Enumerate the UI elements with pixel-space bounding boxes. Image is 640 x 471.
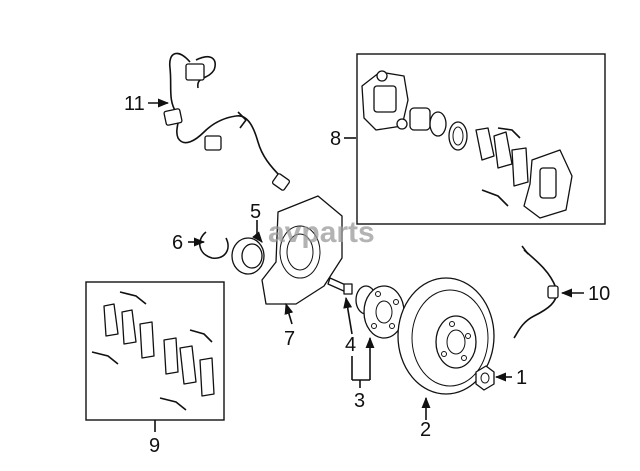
callout-9: 9 [149,435,160,457]
callout-11: 11 [124,93,145,115]
callout-7: 7 [284,328,295,350]
caliper-kit-box[interactable] [356,53,606,225]
snap-ring-part[interactable] [199,231,229,260]
watermark: avparts [268,216,375,249]
callout-3: 3 [354,390,365,412]
callout-4: 4 [345,334,356,356]
dust-shield-part[interactable] [261,195,343,305]
callout-8: 8 [330,128,341,150]
abs-sensor-part[interactable] [163,52,291,191]
brake-rotor-part[interactable] [397,277,495,395]
callout-leaders [148,98,584,432]
callout-2: 2 [420,419,431,441]
callout-1: 1 [516,367,527,389]
wheel-hub-part[interactable] [355,285,405,339]
brake-hose-part[interactable] [513,245,559,339]
pad-kit-box[interactable] [85,281,225,421]
callout-10: 10 [588,283,610,305]
callout-6: 6 [172,232,183,254]
wheel-bearing-part[interactable] [231,237,265,275]
hub-bolt-part[interactable] [327,277,353,295]
callout-5: 5 [250,201,261,223]
hub-nut-part[interactable] [475,365,495,391]
